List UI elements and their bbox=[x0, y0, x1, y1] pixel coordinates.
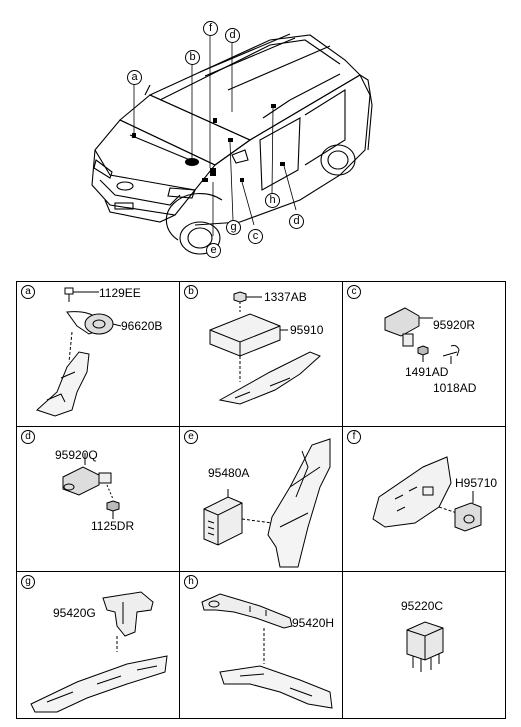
callout-f[interactable]: f bbox=[203, 21, 218, 36]
part-number-95220c: 95220C bbox=[401, 599, 444, 613]
cell-tag: b bbox=[184, 285, 198, 299]
cell-g[interactable]: g 95420G bbox=[16, 571, 180, 719]
callout-b[interactable]: b bbox=[185, 50, 200, 65]
horn-bracket-illustration bbox=[36, 287, 122, 417]
bracket-h-illustration bbox=[201, 593, 333, 709]
callout-c[interactable]: c bbox=[248, 229, 263, 244]
part-number-1491ad: 1491AD bbox=[405, 365, 449, 379]
cell-tag: g bbox=[21, 575, 35, 589]
part-number-h95710: H95710 bbox=[455, 476, 498, 490]
cell-tag: e bbox=[184, 430, 198, 444]
callout-d-top[interactable]: d bbox=[225, 28, 240, 43]
part-number-95480a: 95480A bbox=[208, 466, 250, 480]
part-number-1018ad: 1018AD bbox=[433, 381, 477, 395]
cell-relay[interactable]: 95220C bbox=[342, 571, 506, 719]
cell-a[interactable]: a 1129EE 96620B bbox=[16, 281, 180, 427]
callout-g[interactable]: g bbox=[226, 220, 241, 235]
part-number-1125dr: 1125DR bbox=[91, 519, 135, 533]
part-number-95420h: 95420H bbox=[292, 616, 335, 630]
part-number-1129ee: 1129EE bbox=[99, 286, 141, 300]
part-number-96620b: 96620B bbox=[121, 319, 163, 333]
cell-h[interactable]: h 95420H bbox=[179, 571, 343, 719]
cell-tag: f bbox=[347, 430, 361, 444]
part-number-95910: 95910 bbox=[290, 323, 324, 337]
side-sensor-illustration bbox=[384, 307, 460, 364]
parts-grid: a 1129EE 96620B b bbox=[16, 281, 506, 719]
cell-tag: a bbox=[21, 285, 35, 299]
part-number-95920r: 95920R bbox=[433, 318, 476, 332]
callout-h[interactable]: h bbox=[265, 193, 280, 208]
control-unit-illustration bbox=[203, 438, 331, 568]
callout-a[interactable]: a bbox=[127, 70, 142, 85]
vehicle-illustration bbox=[91, 33, 373, 255]
cell-b[interactable]: b 1337AB 95910 bbox=[179, 281, 343, 427]
airbag-module-illustration bbox=[209, 291, 321, 405]
part-number-95420g: 95420G bbox=[53, 606, 96, 620]
part-number-1337ab: 1337AB bbox=[264, 290, 307, 304]
cell-tag: h bbox=[184, 575, 198, 589]
cell-tag: d bbox=[21, 430, 35, 444]
vehicle-overview: a b f d e g c h d bbox=[0, 0, 521, 270]
front-sensor-illustration bbox=[62, 453, 120, 519]
relay-bracket-illustration bbox=[372, 456, 482, 532]
bracket-g-illustration bbox=[30, 591, 168, 713]
callout-e[interactable]: e bbox=[206, 243, 221, 258]
cell-f[interactable]: f H95710 bbox=[342, 426, 506, 572]
cell-tag: c bbox=[347, 285, 361, 299]
part-number-95920q: 95920Q bbox=[55, 448, 98, 462]
callout-d-bottom[interactable]: d bbox=[289, 214, 304, 229]
relay-illustration bbox=[406, 621, 444, 672]
cell-c[interactable]: c 95920R 1491AD 1018AD bbox=[342, 281, 506, 427]
cell-e[interactable]: e 95480A bbox=[179, 426, 343, 572]
cell-d[interactable]: d 95920Q 1125DR bbox=[16, 426, 180, 572]
